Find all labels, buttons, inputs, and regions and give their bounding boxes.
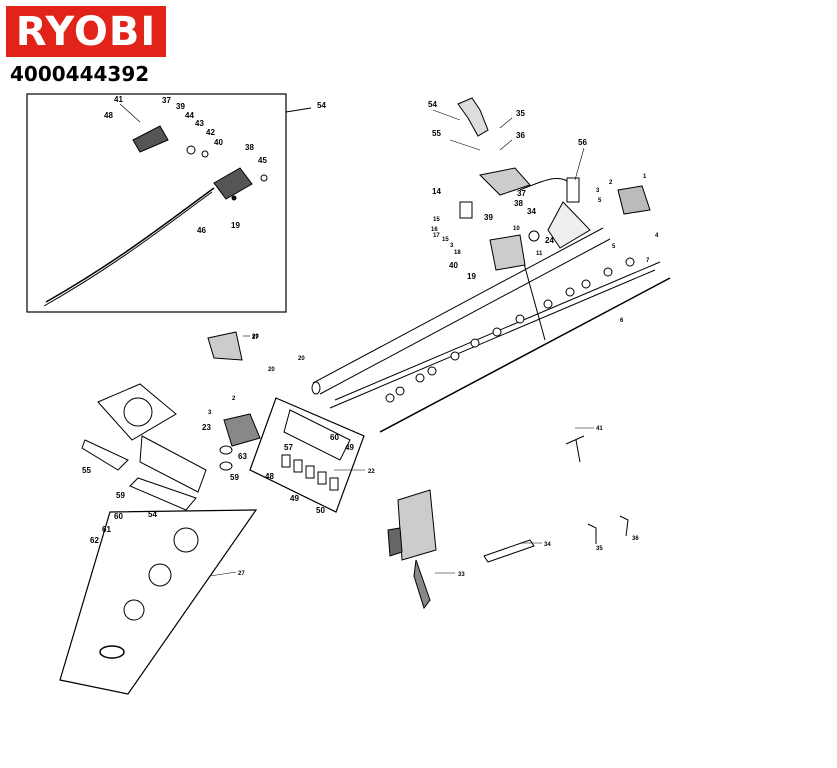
hex-key-part: [565, 435, 585, 463]
callout: 3: [208, 410, 212, 416]
callout: 35: [516, 109, 525, 118]
callout: 41: [114, 95, 123, 104]
callout: 22: [368, 469, 375, 475]
bracket-part: [207, 331, 243, 361]
callout: 55: [432, 129, 441, 138]
callout: 4: [655, 233, 659, 239]
callout: 36: [632, 536, 639, 542]
callout: 48: [265, 472, 274, 481]
part-number: 4000444392: [10, 62, 150, 86]
callout: 10: [513, 226, 520, 232]
callout: 39: [176, 102, 185, 111]
callout: 34: [544, 542, 551, 548]
callout: 38: [245, 143, 254, 152]
callout: 42: [206, 128, 215, 137]
callout-labels: 41 37 39 48 44 43 42 40 38 45 46 19 54 5…: [82, 95, 659, 578]
callout: 3: [596, 188, 600, 194]
callout: 27: [238, 571, 245, 577]
callout: 59: [116, 491, 125, 500]
throttle-handle-part: [132, 125, 268, 201]
callout: 29: [252, 334, 259, 340]
callout: 40: [214, 138, 223, 147]
inset-box: [26, 93, 287, 313]
trimmer-head-panel: [59, 509, 258, 695]
callout: 62: [90, 536, 99, 545]
callout: 23: [202, 423, 211, 432]
callout: 35: [596, 546, 603, 552]
callout: 27: [252, 335, 259, 341]
callout: 63: [238, 452, 247, 461]
callout: 24: [545, 236, 554, 245]
callout: 39: [484, 213, 493, 222]
handle-bracket-part: [459, 185, 651, 271]
callout: 54: [428, 100, 437, 109]
allen-key-part-34: [619, 515, 629, 537]
callout: 17: [433, 233, 440, 239]
callout: 16: [431, 227, 438, 233]
callout: 60: [330, 433, 339, 442]
callout: 5: [598, 198, 602, 204]
callout: 1: [643, 174, 647, 180]
callout: 15: [433, 217, 440, 223]
callout: 56: [578, 138, 587, 147]
ryobi-logo: RYOBI: [6, 6, 166, 57]
callout: 36: [516, 131, 525, 140]
callout: 49: [290, 494, 299, 503]
trimmer-head-part: [99, 527, 199, 659]
callout: 14: [432, 187, 441, 196]
callout: 54: [148, 510, 157, 519]
shaft-bushings: [385, 257, 635, 403]
callout: 6: [620, 318, 624, 324]
callout: 3: [450, 243, 454, 249]
callout: 5: [612, 244, 616, 250]
callout: 33: [458, 572, 465, 578]
callout: 43: [195, 119, 204, 128]
callout: 49: [345, 443, 354, 452]
allen-key-part-33: [587, 523, 597, 544]
main-shaft-part: [311, 227, 611, 395]
callout: 2: [232, 396, 236, 402]
engine-part: [387, 489, 437, 610]
shield-panel: [249, 397, 365, 513]
callout: 38: [514, 199, 523, 208]
callout: 41: [596, 426, 603, 432]
callout: 7: [646, 258, 650, 264]
callout: 50: [316, 506, 325, 515]
gearbox-part: [219, 413, 261, 471]
throttle-cable-part: [45, 187, 215, 303]
callout: 18: [454, 250, 461, 256]
callout: 61: [102, 525, 111, 534]
callout: 48: [104, 111, 113, 120]
callout: 55: [82, 466, 91, 475]
shield-parts: [281, 409, 351, 491]
callout: 54: [317, 101, 326, 110]
callout: 37: [517, 189, 526, 198]
guard-part: [81, 383, 207, 511]
callout: 19: [467, 272, 476, 281]
callout: 45: [258, 156, 267, 165]
callout: 46: [197, 226, 206, 235]
callout: 44: [185, 111, 194, 120]
callout: 15: [442, 237, 449, 243]
callout: 19: [231, 221, 240, 230]
callout: 40: [449, 261, 458, 270]
callout: 11: [536, 251, 543, 257]
callout: 37: [162, 96, 171, 105]
callout: 2: [609, 180, 613, 186]
callout: 20: [268, 367, 275, 373]
callout: 59: [230, 473, 239, 482]
liner-part: [379, 277, 671, 433]
callout: 20: [298, 356, 305, 362]
leader-lines: [119, 103, 594, 577]
callout: 57: [284, 443, 293, 452]
callout: 34: [527, 207, 536, 216]
wrench-part: [483, 539, 535, 563]
callout: 60: [114, 512, 123, 521]
bike-handle-part: [457, 97, 591, 249]
